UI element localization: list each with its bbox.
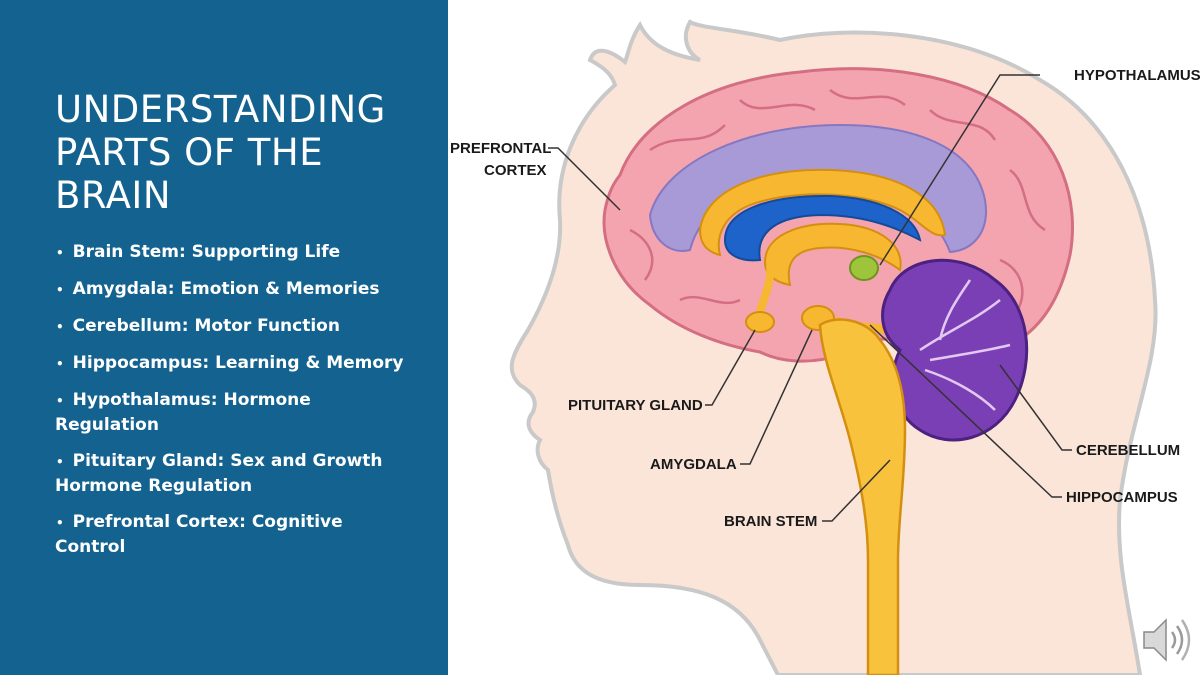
bullet-pituitary-gland: •Pituitary Gland: Sex and Growth Hormone… <box>55 451 383 496</box>
label-hippocampus: HIPPOCAMPUS <box>1066 489 1178 506</box>
bullet-prefrontal-cortex: •Prefrontal Cortex: Cognitive Control <box>55 512 343 557</box>
bullet-list: •Brain Stem: Supporting Life •Amygdala: … <box>55 240 405 571</box>
pituitary-gland <box>745 311 775 333</box>
cerebellum <box>881 258 1029 442</box>
brain-stem <box>818 318 907 675</box>
pituitary-stalk <box>756 264 775 314</box>
label-cerebellum: CEREBELLUM <box>1076 442 1180 459</box>
leader-lines <box>548 74 1072 522</box>
label-pituitary: PITUITARY GLAND <box>568 397 703 414</box>
label-brain-stem: BRAIN STEM <box>724 513 817 530</box>
slide-title: UNDERSTANDING PARTS OF THE BRAIN <box>55 88 386 217</box>
brain-diagram: HYPOTHALAMUS PREFRONTAL CORTEX PITUITARY… <box>450 19 1200 675</box>
bullet-hippocampus: •Hippocampus: Learning & Memory <box>56 353 404 373</box>
hypothalamus <box>849 255 879 281</box>
label-hypothalamus: HYPOTHALAMUS <box>1074 67 1200 84</box>
label-prefrontal-line2: CORTEX <box>484 162 547 179</box>
bullet-brain-stem: •Brain Stem: Supporting Life <box>56 242 341 262</box>
limbic-band <box>648 123 987 254</box>
bullet-hypothalamus: •Hypothalamus: Hormone Regulation <box>55 390 311 435</box>
label-prefrontal-line1: PREFRONTAL <box>450 140 551 157</box>
label-amygdala: AMYGDALA <box>650 456 737 473</box>
arbor-vitae <box>919 279 1011 411</box>
speaker-icon[interactable] <box>1138 612 1194 668</box>
thalamus-inner <box>763 222 902 287</box>
bullet-cerebellum: •Cerebellum: Motor Function <box>56 316 340 336</box>
bullet-amygdala: •Amygdala: Emotion & Memories <box>56 279 380 299</box>
title-panel: UNDERSTANDING PARTS OF THE BRAIN •Brain … <box>0 0 448 675</box>
